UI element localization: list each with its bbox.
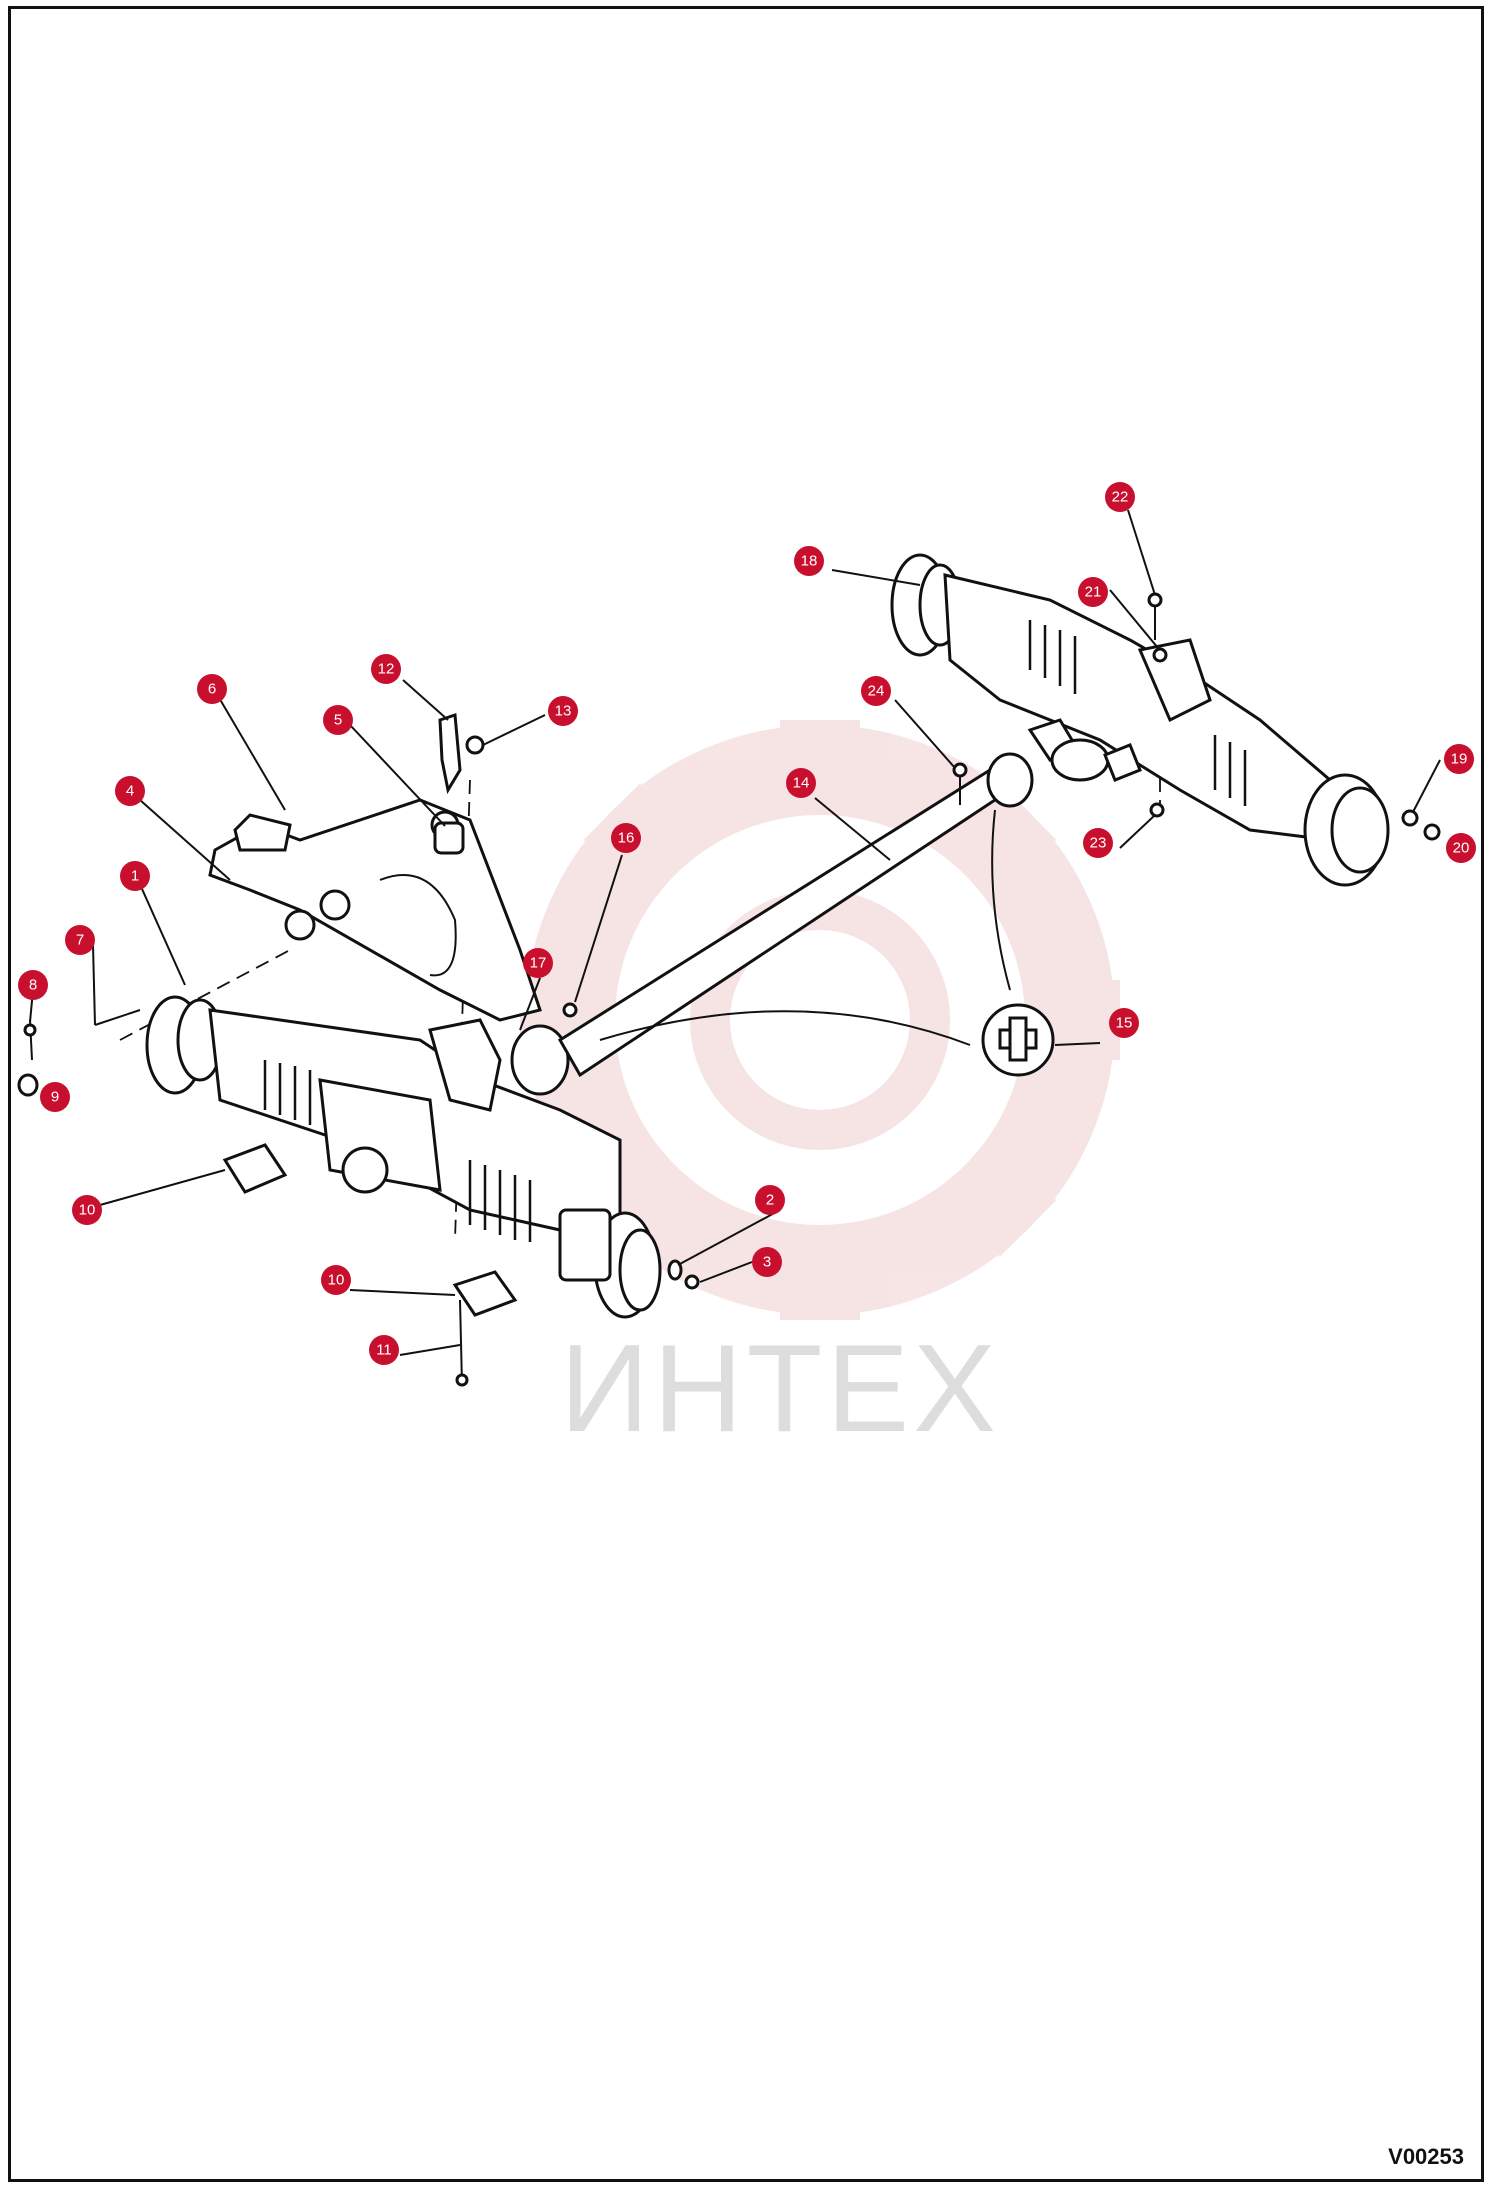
shim-plates bbox=[222, 1143, 518, 1387]
svg-text:3: 3 bbox=[763, 1254, 771, 1271]
callout-17: 17 bbox=[523, 948, 553, 978]
right-washers bbox=[667, 1259, 700, 1290]
callout-3: 3 bbox=[752, 1247, 782, 1277]
svg-text:8: 8 bbox=[29, 977, 37, 994]
svg-text:16: 16 bbox=[618, 830, 635, 847]
drawing-frame bbox=[8, 6, 1484, 2182]
callout-6: 6 bbox=[197, 674, 227, 704]
callout-12: 12 bbox=[371, 654, 401, 684]
callout-1: 1 bbox=[120, 861, 150, 891]
callout-2: 2 bbox=[755, 1185, 785, 1215]
svg-text:19: 19 bbox=[1451, 751, 1468, 768]
callout-11: 11 bbox=[369, 1335, 399, 1365]
callout-22: 22 bbox=[1105, 482, 1135, 512]
callout-13: 13 bbox=[548, 696, 578, 726]
drive-shaft bbox=[510, 752, 1034, 1096]
svg-text:4: 4 bbox=[126, 783, 134, 800]
svg-text:2: 2 bbox=[766, 1192, 774, 1209]
callout-14: 14 bbox=[786, 768, 816, 798]
svg-text:12: 12 bbox=[378, 661, 395, 678]
callout-23: 23 bbox=[1083, 828, 1113, 858]
svg-text:10: 10 bbox=[79, 1202, 96, 1219]
svg-text:11: 11 bbox=[376, 1342, 392, 1359]
callout-10-center: 10 bbox=[321, 1265, 351, 1295]
housing-fins-right bbox=[468, 1160, 532, 1242]
universal-joint-detail bbox=[599, 809, 1055, 1077]
pivot-bracket bbox=[208, 798, 542, 1022]
callout-7: 7 bbox=[65, 925, 95, 955]
svg-text:9: 9 bbox=[51, 1089, 59, 1106]
callout-8: 8 bbox=[18, 970, 48, 1000]
svg-text:6: 6 bbox=[208, 681, 216, 698]
rear-fins-right bbox=[1213, 735, 1247, 806]
svg-text:24: 24 bbox=[868, 683, 885, 700]
pin-and-plate bbox=[433, 712, 485, 855]
callout-18: 18 bbox=[794, 546, 824, 576]
callout-24: 24 bbox=[861, 676, 891, 706]
callout-15: 15 bbox=[1109, 1008, 1139, 1038]
svg-text:1: 1 bbox=[131, 868, 139, 885]
svg-text:14: 14 bbox=[793, 775, 810, 792]
watermark-text: ИНТЕХ bbox=[560, 1320, 1000, 1458]
svg-text:23: 23 bbox=[1090, 835, 1107, 852]
callout-16: 16 bbox=[611, 823, 641, 853]
callout-9: 9 bbox=[40, 1082, 70, 1112]
rear-fins-left bbox=[1028, 620, 1077, 694]
svg-text:10: 10 bbox=[328, 1272, 345, 1289]
front-axle-housing bbox=[145, 995, 662, 1319]
callout-19: 19 bbox=[1444, 744, 1474, 774]
rear-axle-housing bbox=[890, 553, 1390, 887]
left-fasteners bbox=[17, 1009, 141, 1097]
svg-text:5: 5 bbox=[334, 712, 342, 729]
callout-4: 4 bbox=[115, 776, 145, 806]
svg-text:13: 13 bbox=[555, 703, 572, 720]
svg-text:22: 22 bbox=[1112, 489, 1129, 506]
svg-text:18: 18 bbox=[801, 553, 818, 570]
figure-code: V00253 bbox=[1388, 2144, 1464, 2169]
callout-21: 21 bbox=[1078, 577, 1108, 607]
svg-text:17: 17 bbox=[530, 955, 547, 972]
housing-fins-left bbox=[263, 1060, 312, 1125]
svg-text:15: 15 bbox=[1116, 1015, 1133, 1032]
leader-lines bbox=[29, 509, 1441, 1356]
svg-text:20: 20 bbox=[1453, 840, 1470, 857]
svg-text:21: 21 bbox=[1085, 584, 1102, 601]
callout-5: 5 bbox=[323, 705, 353, 735]
callout-20: 20 bbox=[1446, 833, 1476, 863]
svg-text:7: 7 bbox=[76, 932, 84, 949]
callout-10-left: 10 bbox=[72, 1195, 102, 1225]
rear-fasteners bbox=[1147, 592, 1441, 841]
